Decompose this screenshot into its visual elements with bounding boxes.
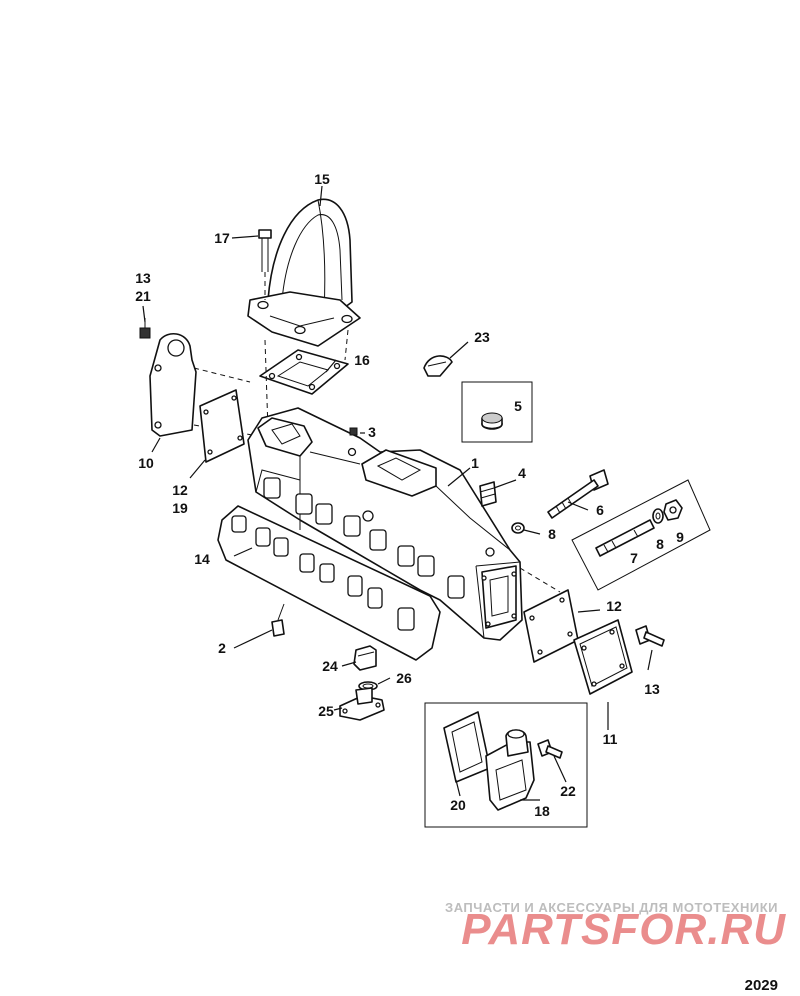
leader-lines xyxy=(142,185,653,801)
exhaust-manifold-part xyxy=(247,407,523,641)
cap-detail-box xyxy=(461,381,533,443)
callout-20: 20 xyxy=(450,797,466,813)
washer-part xyxy=(511,522,525,534)
hose-clip-part xyxy=(423,355,453,377)
callout-labels: 15 17 13 21 16 23 5 3 10 1 4 12 19 6 8 8… xyxy=(135,171,684,819)
exhaust-elbow-part xyxy=(247,198,361,347)
callout-15: 15 xyxy=(314,171,330,187)
elbow-gasket-part xyxy=(259,349,349,395)
stud-washer-part xyxy=(652,508,664,524)
callout-24: 24 xyxy=(322,658,338,674)
callout-7: 7 xyxy=(630,550,638,566)
callout-6: 6 xyxy=(596,502,604,518)
callout-5: 5 xyxy=(514,398,522,414)
callout-10: 10 xyxy=(138,455,154,471)
callout-8-center: 8 xyxy=(548,526,556,542)
callout-9: 9 xyxy=(676,529,684,545)
drain-fitting-part xyxy=(339,687,385,721)
callout-25: 25 xyxy=(318,703,334,719)
callout-12-right: 12 xyxy=(606,598,622,614)
callout-26: 26 xyxy=(396,670,412,686)
callout-13-right: 13 xyxy=(644,681,660,697)
stud-part xyxy=(271,603,285,637)
left-end-gasket-part xyxy=(199,389,245,463)
watermark-brand: PARTSFOR.RU xyxy=(461,905,786,954)
callout-14: 14 xyxy=(194,551,210,567)
watermark: ЗАПЧАСТИ И АКСЕССУАРЫ ДЛЯ МОТОТЕХНИКИ PA… xyxy=(445,900,786,954)
callout-8-box: 8 xyxy=(656,536,664,552)
callout-2: 2 xyxy=(218,640,226,656)
plug-part xyxy=(349,427,358,436)
callout-11: 11 xyxy=(603,731,618,747)
bolt-part xyxy=(258,229,272,300)
callout-13-top: 13 xyxy=(135,270,151,286)
cover-gasket-part xyxy=(443,711,491,783)
stud-kit-detail-box xyxy=(571,479,711,591)
stud-bolt-part xyxy=(595,519,655,557)
watermark-tagline: ЗАПЧАСТИ И АКСЕССУАРЫ ДЛЯ МОТОТЕХНИКИ xyxy=(445,900,778,915)
end-plate-part xyxy=(573,619,633,695)
callout-23: 23 xyxy=(474,329,490,345)
cover-bolt-part xyxy=(537,739,563,759)
callout-3: 3 xyxy=(368,424,376,440)
callout-1: 1 xyxy=(471,455,479,471)
callout-16: 16 xyxy=(354,352,370,368)
callout-22: 22 xyxy=(560,783,576,799)
right-end-gasket-part xyxy=(523,589,579,663)
cover-plate-part xyxy=(485,729,535,811)
pipe-fitting-part xyxy=(479,481,497,507)
cover-kit-detail-box xyxy=(424,702,588,828)
callout-18: 18 xyxy=(534,803,550,819)
cap-part xyxy=(481,412,503,430)
callout-4: 4 xyxy=(518,465,526,481)
long-bolt-part xyxy=(547,469,609,519)
callout-19: 19 xyxy=(172,500,188,516)
manifold-gasket-part xyxy=(217,505,441,661)
callout-21: 21 xyxy=(135,288,151,304)
figure-number: 2029 xyxy=(745,977,778,994)
end-plate-bolt-part xyxy=(635,625,665,647)
callout-17: 17 xyxy=(214,230,230,246)
fitting-part xyxy=(353,645,377,671)
nut-part xyxy=(663,499,683,521)
callout-12-left: 12 xyxy=(172,482,188,498)
